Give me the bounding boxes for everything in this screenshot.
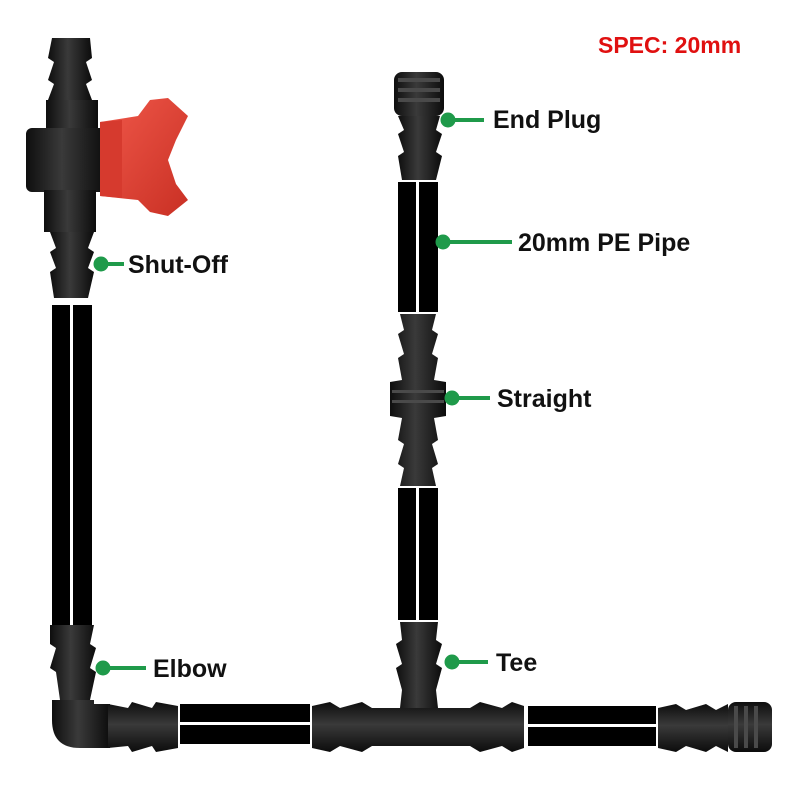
end-plug-horizontal xyxy=(658,702,772,752)
bottom-pipe-left xyxy=(180,704,310,744)
elbow-fitting xyxy=(50,625,178,752)
label-end-plug: End Plug xyxy=(493,106,602,134)
pe-pipe-lower xyxy=(398,488,438,620)
pointer-tee xyxy=(444,654,488,670)
pe-pipe-segment xyxy=(398,182,438,312)
label-pe-pipe: 20mm PE Pipe xyxy=(518,229,691,257)
pointer-end-plug xyxy=(440,112,484,128)
label-elbow: Elbow xyxy=(153,655,227,683)
pointer-pe-pipe xyxy=(435,234,512,250)
left-pe-pipe xyxy=(52,305,92,625)
pointer-elbow xyxy=(95,660,146,676)
label-straight: Straight xyxy=(497,385,592,413)
end-plug-vertical xyxy=(394,72,444,180)
pointers xyxy=(93,112,512,676)
shut-off-valve xyxy=(26,38,188,298)
tee-fitting xyxy=(312,622,524,752)
bottom-pipe-right xyxy=(528,706,656,746)
pointer-straight xyxy=(444,390,490,406)
label-shut-off: Shut-Off xyxy=(128,251,228,279)
label-tee: Tee xyxy=(496,649,538,677)
spec-label: SPEC: 20mm xyxy=(598,32,742,58)
straight-connector xyxy=(390,314,446,486)
pointer-shut-off xyxy=(93,256,124,272)
